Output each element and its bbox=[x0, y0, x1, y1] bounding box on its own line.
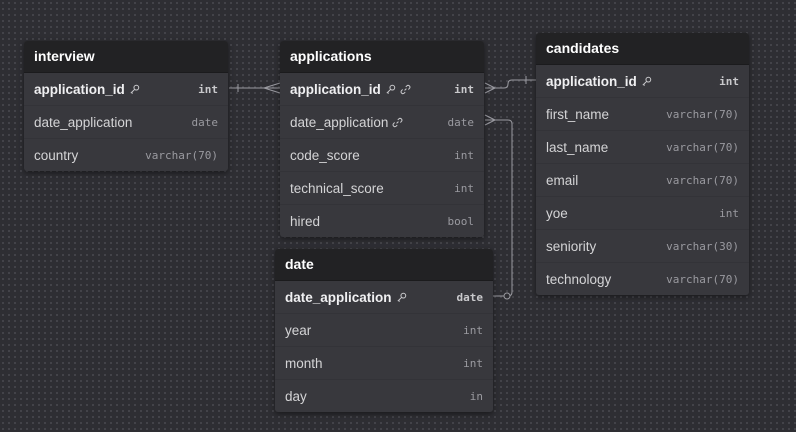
field-type: date bbox=[447, 115, 475, 129]
field-name: application_id bbox=[290, 81, 381, 97]
field-type: date bbox=[191, 115, 219, 129]
table-date[interactable]: date date_application date year int mont… bbox=[275, 249, 493, 412]
field-name: hired bbox=[290, 213, 321, 229]
field-row-date-application[interactable]: date_application date bbox=[275, 281, 493, 313]
field-name: date_application bbox=[285, 289, 392, 305]
field-name: year bbox=[285, 322, 312, 338]
connector-interview-applications bbox=[229, 82, 281, 94]
field-row-country[interactable]: country varchar(70) bbox=[24, 138, 228, 171]
field-name: technical_score bbox=[290, 180, 384, 196]
field-name: code_score bbox=[290, 147, 360, 163]
field-row-hired[interactable]: hired bool bbox=[280, 204, 484, 237]
field-row-day[interactable]: day in bbox=[275, 379, 493, 412]
field-row-application-id[interactable]: application_id int bbox=[280, 73, 484, 105]
key-icon bbox=[129, 84, 140, 95]
field-row-application-id[interactable]: application_id int bbox=[24, 73, 228, 105]
field-name: email bbox=[546, 172, 579, 188]
field-name: date_application bbox=[290, 114, 389, 130]
field-type: int bbox=[719, 206, 739, 220]
field-type: varchar(70) bbox=[666, 272, 739, 286]
field-row-technical-score[interactable]: technical_score int bbox=[280, 171, 484, 204]
field-name: month bbox=[285, 355, 323, 371]
field-row-application-id[interactable]: application_id int bbox=[536, 65, 749, 97]
field-name: technology bbox=[546, 271, 612, 287]
table-title[interactable]: interview bbox=[24, 41, 228, 73]
table-title[interactable]: date bbox=[275, 249, 493, 281]
field-name: day bbox=[285, 388, 307, 404]
field-row-seniority[interactable]: seniority varchar(30) bbox=[536, 229, 749, 262]
field-row-code-score[interactable]: code_score int bbox=[280, 138, 484, 171]
field-type: date bbox=[456, 290, 484, 304]
field-name: application_id bbox=[34, 81, 125, 97]
field-row-email[interactable]: email varchar(70) bbox=[536, 163, 749, 196]
field-row-month[interactable]: month int bbox=[275, 346, 493, 379]
field-type: int bbox=[198, 82, 218, 96]
field-row-first-name[interactable]: first_name varchar(70) bbox=[536, 97, 749, 130]
field-type: int bbox=[454, 148, 474, 162]
field-type: varchar(30) bbox=[666, 239, 739, 253]
field-name: seniority bbox=[546, 238, 597, 254]
field-type: int bbox=[454, 82, 474, 96]
field-type: varchar(70) bbox=[666, 107, 739, 121]
field-type: bool bbox=[447, 214, 475, 228]
field-name: country bbox=[34, 147, 79, 163]
field-row-yoe[interactable]: yoe int bbox=[536, 196, 749, 229]
field-type: varchar(70) bbox=[145, 148, 218, 162]
field-type: varchar(70) bbox=[666, 173, 739, 187]
field-name: first_name bbox=[546, 106, 610, 122]
link-icon bbox=[392, 117, 403, 128]
table-interview[interactable]: interview application_id int date_applic… bbox=[24, 41, 228, 171]
table-candidates[interactable]: candidates application_id int first_name… bbox=[536, 33, 749, 295]
key-icon bbox=[641, 76, 652, 87]
field-name: application_id bbox=[546, 73, 637, 89]
field-type: in bbox=[469, 389, 483, 403]
field-type: int bbox=[463, 323, 483, 337]
field-type: int bbox=[719, 74, 739, 88]
field-type: int bbox=[463, 356, 483, 370]
table-title[interactable]: candidates bbox=[536, 33, 749, 65]
field-type: int bbox=[454, 181, 474, 195]
link-icon bbox=[400, 84, 411, 95]
key-icon bbox=[396, 292, 407, 303]
table-title[interactable]: applications bbox=[280, 41, 484, 73]
field-type: varchar(70) bbox=[666, 140, 739, 154]
field-row-date-application[interactable]: date_application date bbox=[280, 105, 484, 138]
field-name: last_name bbox=[546, 139, 609, 155]
field-name: date_application bbox=[34, 114, 133, 130]
field-row-technology[interactable]: technology varchar(70) bbox=[536, 262, 749, 295]
field-row-date-application[interactable]: date_application date bbox=[24, 105, 228, 138]
table-applications[interactable]: applications application_id int date_app… bbox=[280, 41, 484, 237]
connector-applications-candidates bbox=[484, 76, 536, 94]
field-row-last-name[interactable]: last_name varchar(70) bbox=[536, 130, 749, 163]
field-row-year[interactable]: year int bbox=[275, 313, 493, 346]
key-icon bbox=[385, 84, 396, 95]
field-name: yoe bbox=[546, 205, 568, 221]
